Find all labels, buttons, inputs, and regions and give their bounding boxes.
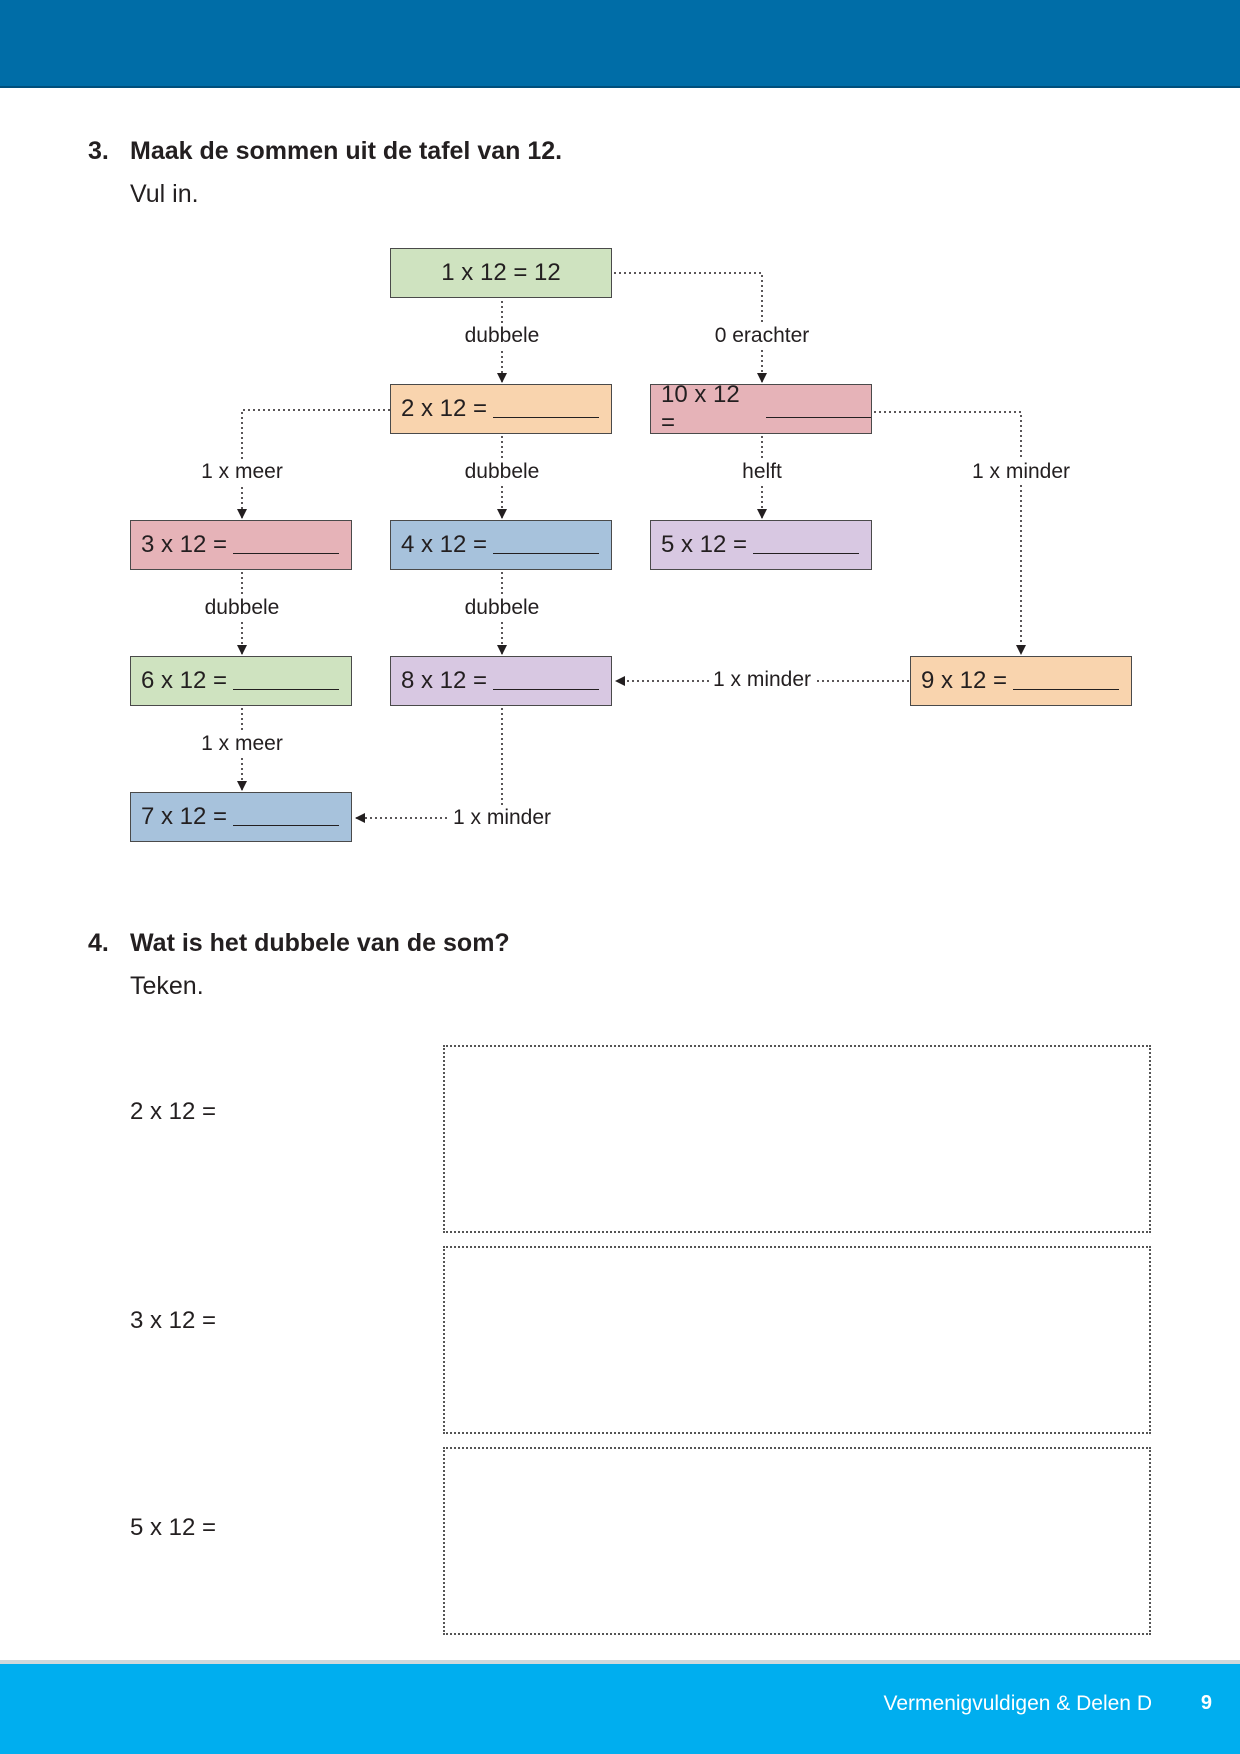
- page-number: 9: [1200, 1692, 1212, 1714]
- label-dubbele: dubbele: [200, 596, 284, 620]
- header-band: [0, 0, 1240, 88]
- drawing-area[interactable]: [443, 1246, 1151, 1434]
- footer-divider: [0, 1660, 1240, 1664]
- answer-blank-8x12[interactable]: [493, 673, 600, 690]
- label-dubbele: dubbele: [460, 596, 544, 620]
- box-4x12: 4 x 12 =: [390, 520, 612, 570]
- box-5x12: 5 x 12 =: [650, 520, 872, 570]
- answer-blank-6x12[interactable]: [233, 673, 340, 690]
- footer-band: [0, 1664, 1240, 1754]
- answer-blank-3x12[interactable]: [233, 537, 340, 554]
- box-1x12: 1 x 12 = 12: [390, 248, 612, 298]
- label-1x-minder: 1 x minder: [708, 668, 816, 692]
- answer-blank-4x12[interactable]: [493, 537, 600, 554]
- box-8x12-text: 8 x 12 =: [401, 667, 488, 694]
- label-1x-meer: 1 x meer: [197, 732, 287, 756]
- question-4-number: 4.: [88, 929, 109, 957]
- box-9x12: 9 x 12 =: [910, 656, 1132, 706]
- draw-item-label: 5 x 12 =: [130, 1514, 217, 1541]
- box-5x12-text: 5 x 12 =: [661, 531, 748, 558]
- draw-item-label: 2 x 12 =: [130, 1098, 217, 1125]
- label-dubbele: dubbele: [460, 324, 544, 348]
- box-3x12: 3 x 12 =: [130, 520, 352, 570]
- arrow-8-to-7: [355, 708, 503, 823]
- label-0-erachter: 0 erachter: [710, 324, 814, 348]
- box-2x12: 2 x 12 =: [390, 384, 612, 434]
- box-3x12-text: 3 x 12 =: [141, 531, 228, 558]
- box-1x12-text: 1 x 12 = 12: [441, 259, 561, 286]
- answer-blank-2x12[interactable]: [493, 401, 600, 418]
- answer-blank-5x12[interactable]: [753, 537, 860, 554]
- footer-book-title: Vermenigvuldigen & Delen D: [883, 1692, 1153, 1715]
- arrow-10-to-9: [874, 411, 1026, 655]
- question-4-title: Wat is het dubbele van de som?: [130, 929, 510, 957]
- box-2x12-text: 2 x 12 =: [401, 395, 488, 422]
- question-3-number: 3.: [88, 137, 109, 165]
- draw-item-label: 3 x 12 =: [130, 1307, 217, 1334]
- box-10x12: 10 x 12 =: [650, 381, 872, 436]
- label-1x-meer: 1 x meer: [197, 460, 287, 484]
- drawing-area[interactable]: [443, 1045, 1151, 1233]
- answer-blank-10x12[interactable]: [765, 401, 871, 418]
- box-6x12-text: 6 x 12 =: [141, 667, 228, 694]
- answer-blank-9x12[interactable]: [1013, 673, 1120, 690]
- question-4-instruction: Teken.: [130, 972, 204, 1000]
- label-dubbele: dubbele: [460, 460, 544, 484]
- question-3-title: Maak de sommen uit de tafel van 12.: [130, 137, 563, 165]
- label-1x-minder: 1 x minder: [967, 460, 1075, 484]
- question-3-instruction: Vul in.: [130, 180, 199, 208]
- box-9x12-text: 9 x 12 =: [921, 667, 1008, 694]
- box-4x12-text: 4 x 12 =: [401, 531, 488, 558]
- answer-blank-7x12[interactable]: [233, 809, 340, 826]
- box-7x12-text: 7 x 12 =: [141, 803, 228, 830]
- box-8x12: 8 x 12 =: [390, 656, 612, 706]
- label-1x-minder: 1 x minder: [448, 806, 556, 830]
- box-7x12: 7 x 12 =: [130, 792, 352, 842]
- label-helft: helft: [738, 460, 786, 484]
- box-6x12: 6 x 12 =: [130, 656, 352, 706]
- drawing-area[interactable]: [443, 1447, 1151, 1635]
- box-10x12-text: 10 x 12 =: [661, 381, 740, 436]
